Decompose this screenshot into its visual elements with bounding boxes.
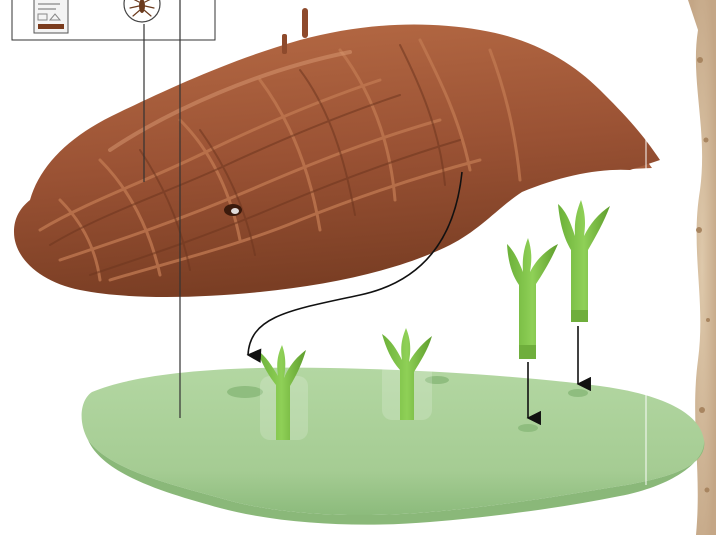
peg-hole-3 (518, 424, 538, 432)
plant-mounted-1 (257, 345, 308, 440)
instruction-card-icon (34, 0, 68, 33)
peg-hole-1 (227, 386, 263, 398)
plant-mounted-2 (382, 328, 432, 420)
peg-hole-4 (568, 389, 588, 397)
plant-loose-2 (558, 200, 610, 322)
bark-roof (14, 8, 660, 297)
plant-loose-1 (507, 238, 558, 359)
callout-box (12, 0, 215, 40)
